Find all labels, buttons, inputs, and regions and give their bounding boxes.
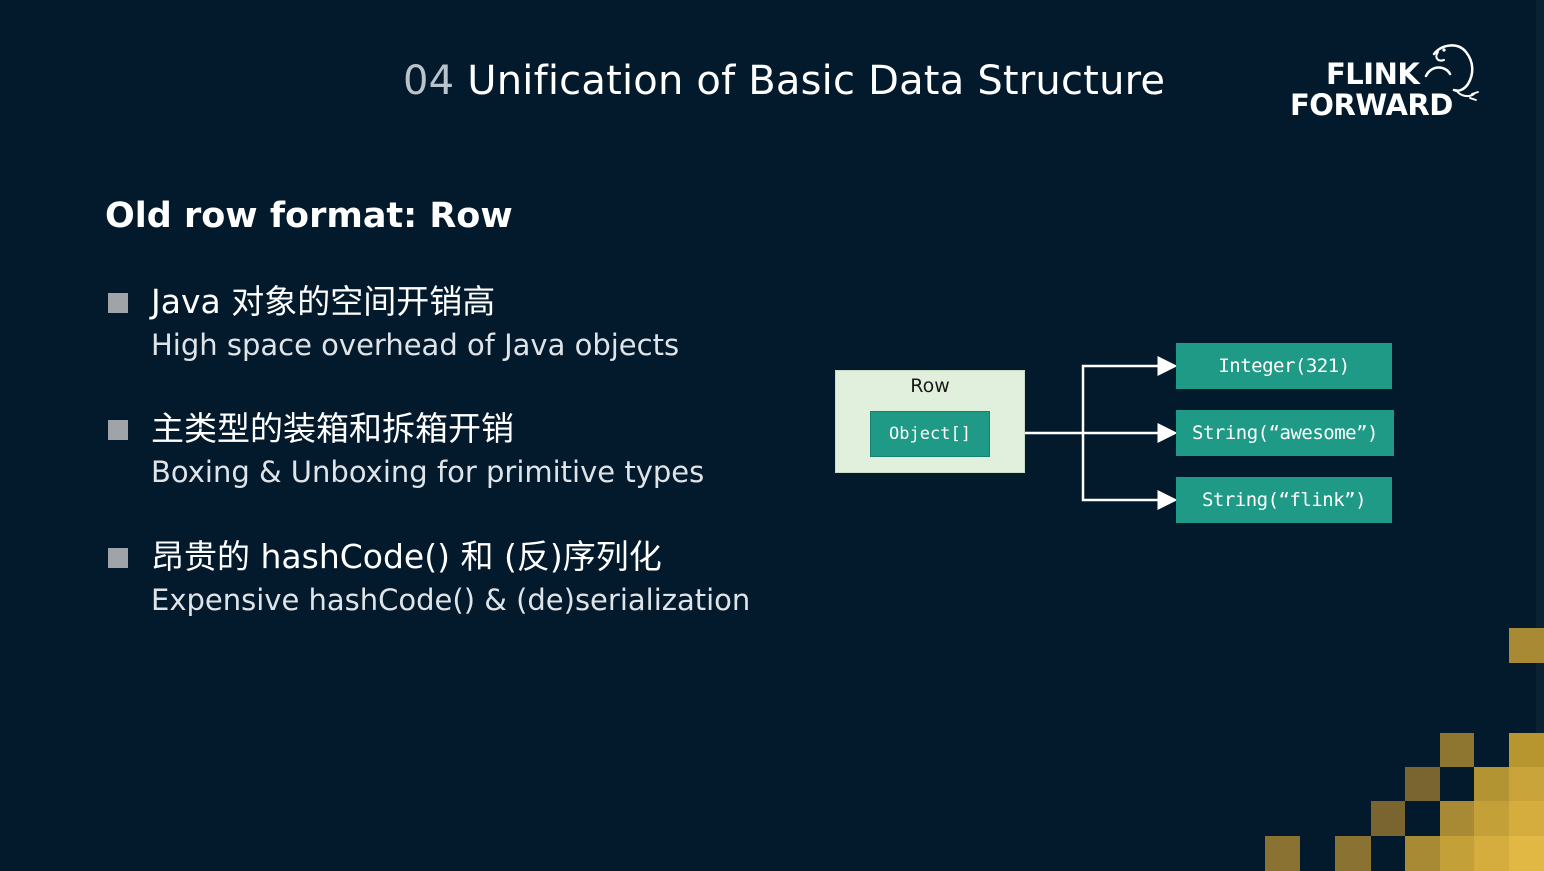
- pixel-blocks: [1265, 628, 1544, 871]
- title-text: Unification of Basic Data Structure: [467, 58, 1166, 104]
- integer-box: Integer(321): [1176, 343, 1392, 389]
- string-flink-box: String(“flink”): [1176, 477, 1392, 523]
- window-edge: [1536, 0, 1544, 871]
- bullet-english-text: Boxing & Unboxing for primitive types: [151, 455, 705, 489]
- section-heading: Old row format: Row: [105, 196, 513, 236]
- logo-line-1: FLINK: [1326, 57, 1420, 91]
- bullet-english-text: Expensive hashCode() & (de)serialization: [151, 583, 751, 617]
- string-awesome-box: String(“awesome”): [1176, 410, 1394, 456]
- square-bullet-icon: [108, 548, 128, 568]
- arrow-to-string-flink: [1081, 433, 1178, 510]
- bullet-chinese-text: 昂贵的 hashCode() 和 (反)序列化: [151, 537, 662, 576]
- object-array-box: Object[]: [870, 411, 990, 457]
- row-label: Row: [910, 375, 950, 397]
- squirrel-icon: [1424, 44, 1479, 101]
- square-bullet-icon: [108, 293, 128, 313]
- slide-title: 04 Unification of Basic Data Structure: [403, 55, 1165, 107]
- arrow-to-integer: [1081, 356, 1178, 433]
- logo-line-2: FORWARD: [1290, 88, 1453, 122]
- bullet-chinese-text: 主类型的装箱和拆箱开销: [151, 409, 514, 448]
- row-box: Row Object[]: [835, 370, 1025, 473]
- bullet-english-text: High space overhead of Java objects: [151, 328, 680, 362]
- row-structure-diagram: Row Object[] Integer(321) String(“awesom…: [830, 335, 1410, 535]
- square-bullet-icon: [108, 420, 128, 440]
- flink-forward-logo: FLINK FORWARD: [1288, 40, 1484, 130]
- title-number: 04: [403, 58, 455, 104]
- bullet-chinese-text: Java 对象的空间开销高: [151, 282, 496, 321]
